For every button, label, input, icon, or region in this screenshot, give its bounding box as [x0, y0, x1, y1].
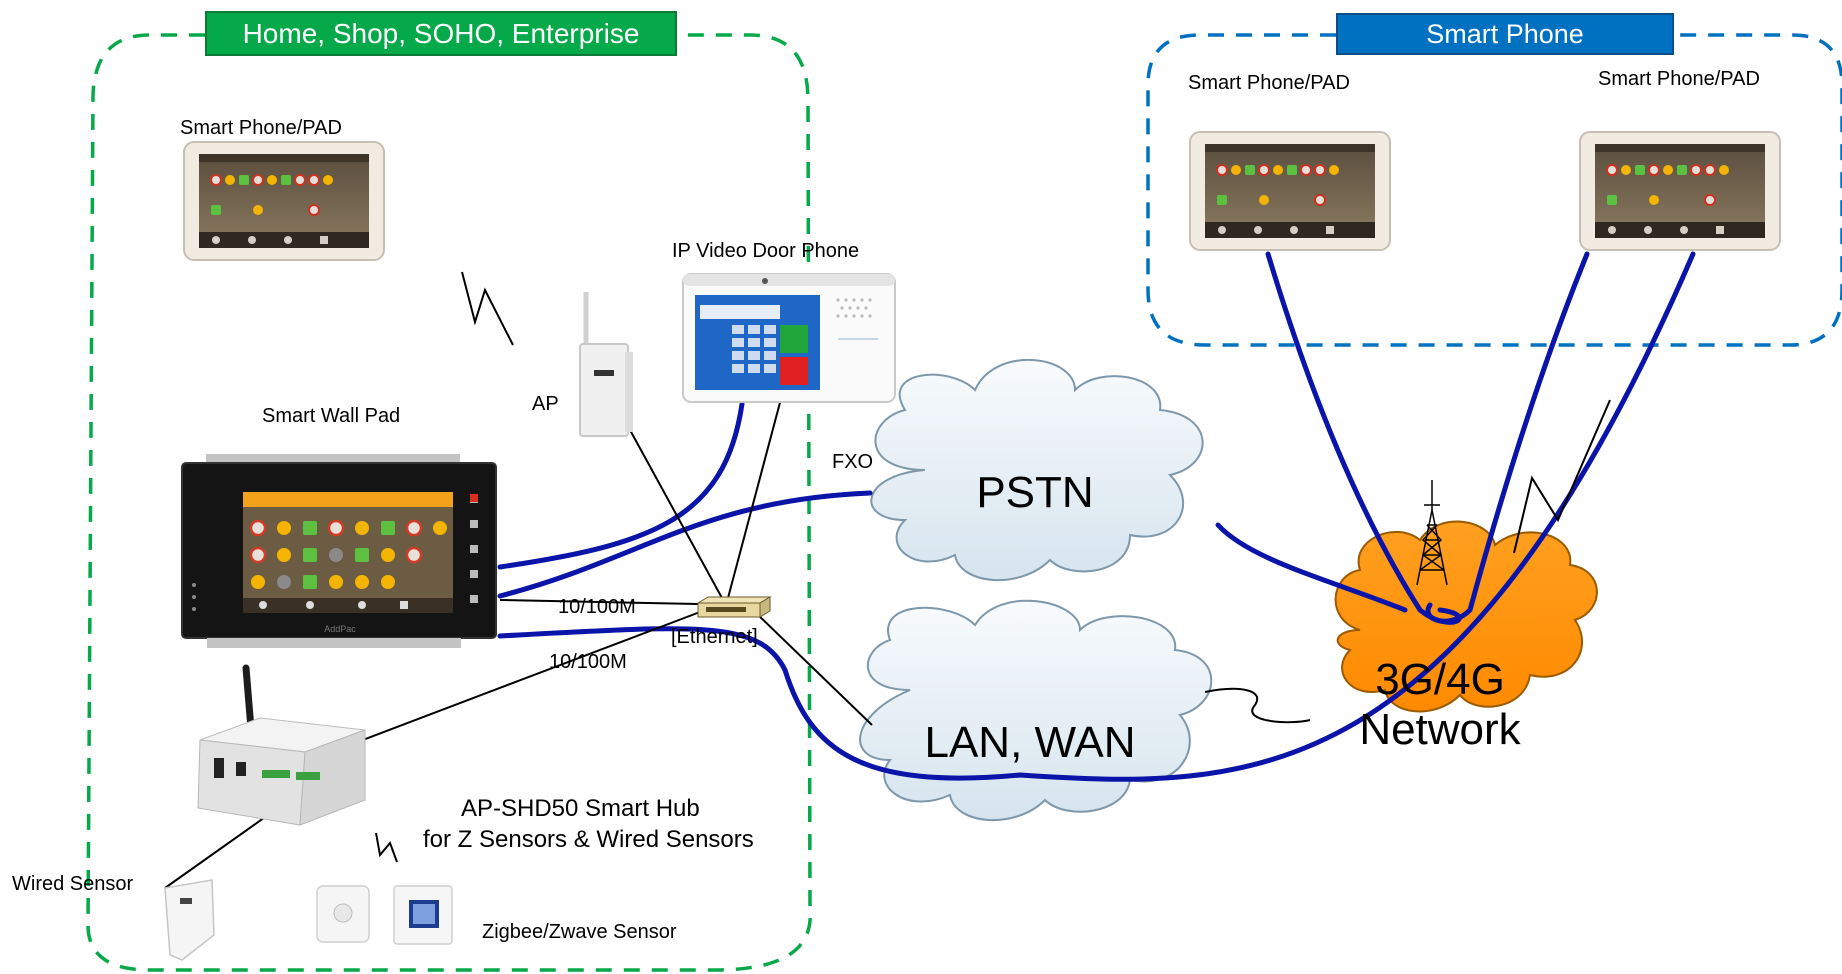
tablet-home-icon [183, 141, 385, 261]
door-phone-icon [682, 273, 896, 403]
fxo-label: FXO [832, 451, 874, 473]
smart-hub-label-line1: AP-SHD50 Smart Hub [461, 795, 700, 822]
pstn-label: PSTN [976, 468, 1094, 517]
zigbee-sensor-icon [316, 885, 453, 945]
cable-hub-wiredsensor [164, 814, 269, 889]
link-wallpad-lan [497, 251, 1696, 782]
lan-wan-label: LAN, WAN [924, 718, 1136, 767]
link-wallpad-pstn [497, 490, 873, 599]
zigbee-sensor-label: Zigbee/Zwave Sensor [482, 921, 677, 943]
cell-tower-icon [1416, 480, 1448, 586]
cable-doorphone-switch [727, 394, 783, 599]
link-speed-label: 10/100M [558, 596, 636, 618]
lan-wan-cloud [859, 599, 1213, 821]
wallpad-brand: AddPac [324, 624, 356, 634]
phone-group-border [1146, 33, 1842, 347]
ethernet-switch-icon [696, 596, 772, 618]
tablet-remote-1-icon [1189, 131, 1391, 251]
mobile-network-cloud [1334, 520, 1598, 713]
wireless-signal-icon [1513, 399, 1611, 554]
cable-hub-switch [309, 611, 701, 761]
wireless-signal-icon [375, 832, 398, 863]
cable-ap-switch [629, 429, 723, 599]
access-point-icon [579, 292, 633, 437]
cable-wallpad-switch [499, 599, 699, 605]
smart-hub-label-line2: for Z Sensors & Wired Sensors [423, 826, 754, 853]
pstn-cloud [870, 358, 1204, 581]
smart-hub-icon [197, 664, 366, 826]
wireless-signal-icon [1204, 687, 1311, 724]
wired-sensor-label: Wired Sensor [12, 873, 134, 895]
tablet-remote-1-label: Smart Phone/PAD [1188, 72, 1350, 94]
group-title-home: Home, Shop, SOHO, Enterprise [205, 11, 677, 56]
cable-switch-lan [754, 611, 873, 726]
tablet-home-label: Smart Phone/PAD [180, 117, 342, 139]
link-pstn-mobile [1215, 522, 1408, 613]
wall-pad-label: Smart Wall Pad [262, 405, 401, 427]
link-tablet2-mobile [1425, 251, 1590, 624]
tablet-remote-2-label: Smart Phone/PAD [1598, 68, 1760, 90]
wired-sensor-icon [164, 879, 215, 961]
group-title-smart-phone: Smart Phone [1336, 13, 1674, 55]
ap-label: AP [532, 393, 559, 415]
mobile-network-label-line1: 3G/4G [1375, 655, 1505, 704]
link-wallpad-doorphone [497, 401, 745, 570]
ethernet-switch-label: [Ethernet] [671, 626, 758, 648]
tablet-remote-2-icon [1579, 131, 1781, 251]
wireless-signal-icon [461, 271, 514, 346]
wall-pad-icon: AddPac [181, 454, 497, 648]
mobile-network-label-line2: Network [1359, 705, 1521, 754]
door-phone-label: IP Video Door Phone [672, 240, 860, 262]
home-group-border [86, 33, 812, 972]
link-speed-label: 10/100M [549, 651, 627, 673]
